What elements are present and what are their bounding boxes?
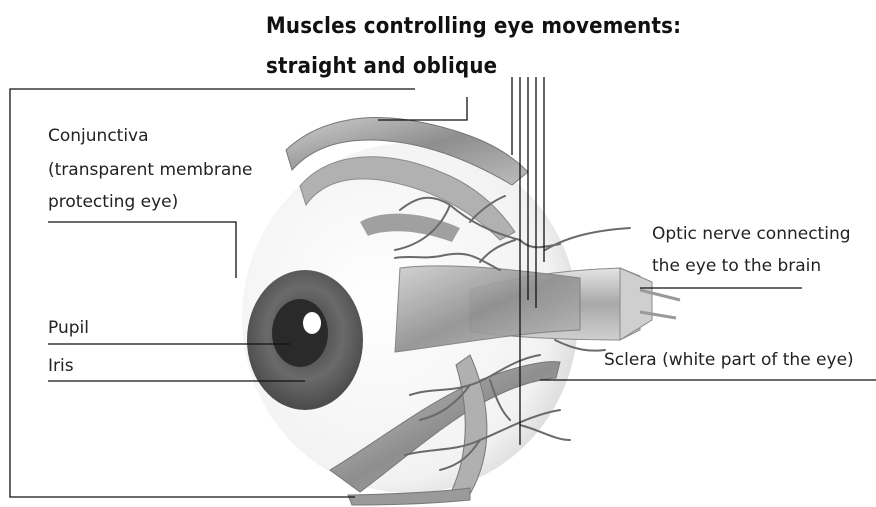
diagram-title-line-2: straight and oblique	[266, 50, 497, 84]
label-conjunctiva-line-2: (transparent membrane	[48, 158, 252, 182]
diagram-title-line-1: Muscles controlling eye movements:	[266, 10, 681, 44]
label-optic-nerve-line-2: the eye to the brain	[652, 254, 821, 278]
label-iris: Iris	[48, 354, 74, 378]
label-conjunctiva-line-3: protecting eye)	[48, 190, 178, 214]
pupil-shape	[272, 299, 328, 367]
label-optic-nerve-line-1: Optic nerve connecting	[652, 222, 851, 246]
label-sclera: Sclera (white part of the eye)	[604, 348, 854, 372]
label-conjunctiva-line-1: Conjunctiva	[48, 124, 149, 148]
label-pupil: Pupil	[48, 316, 89, 340]
